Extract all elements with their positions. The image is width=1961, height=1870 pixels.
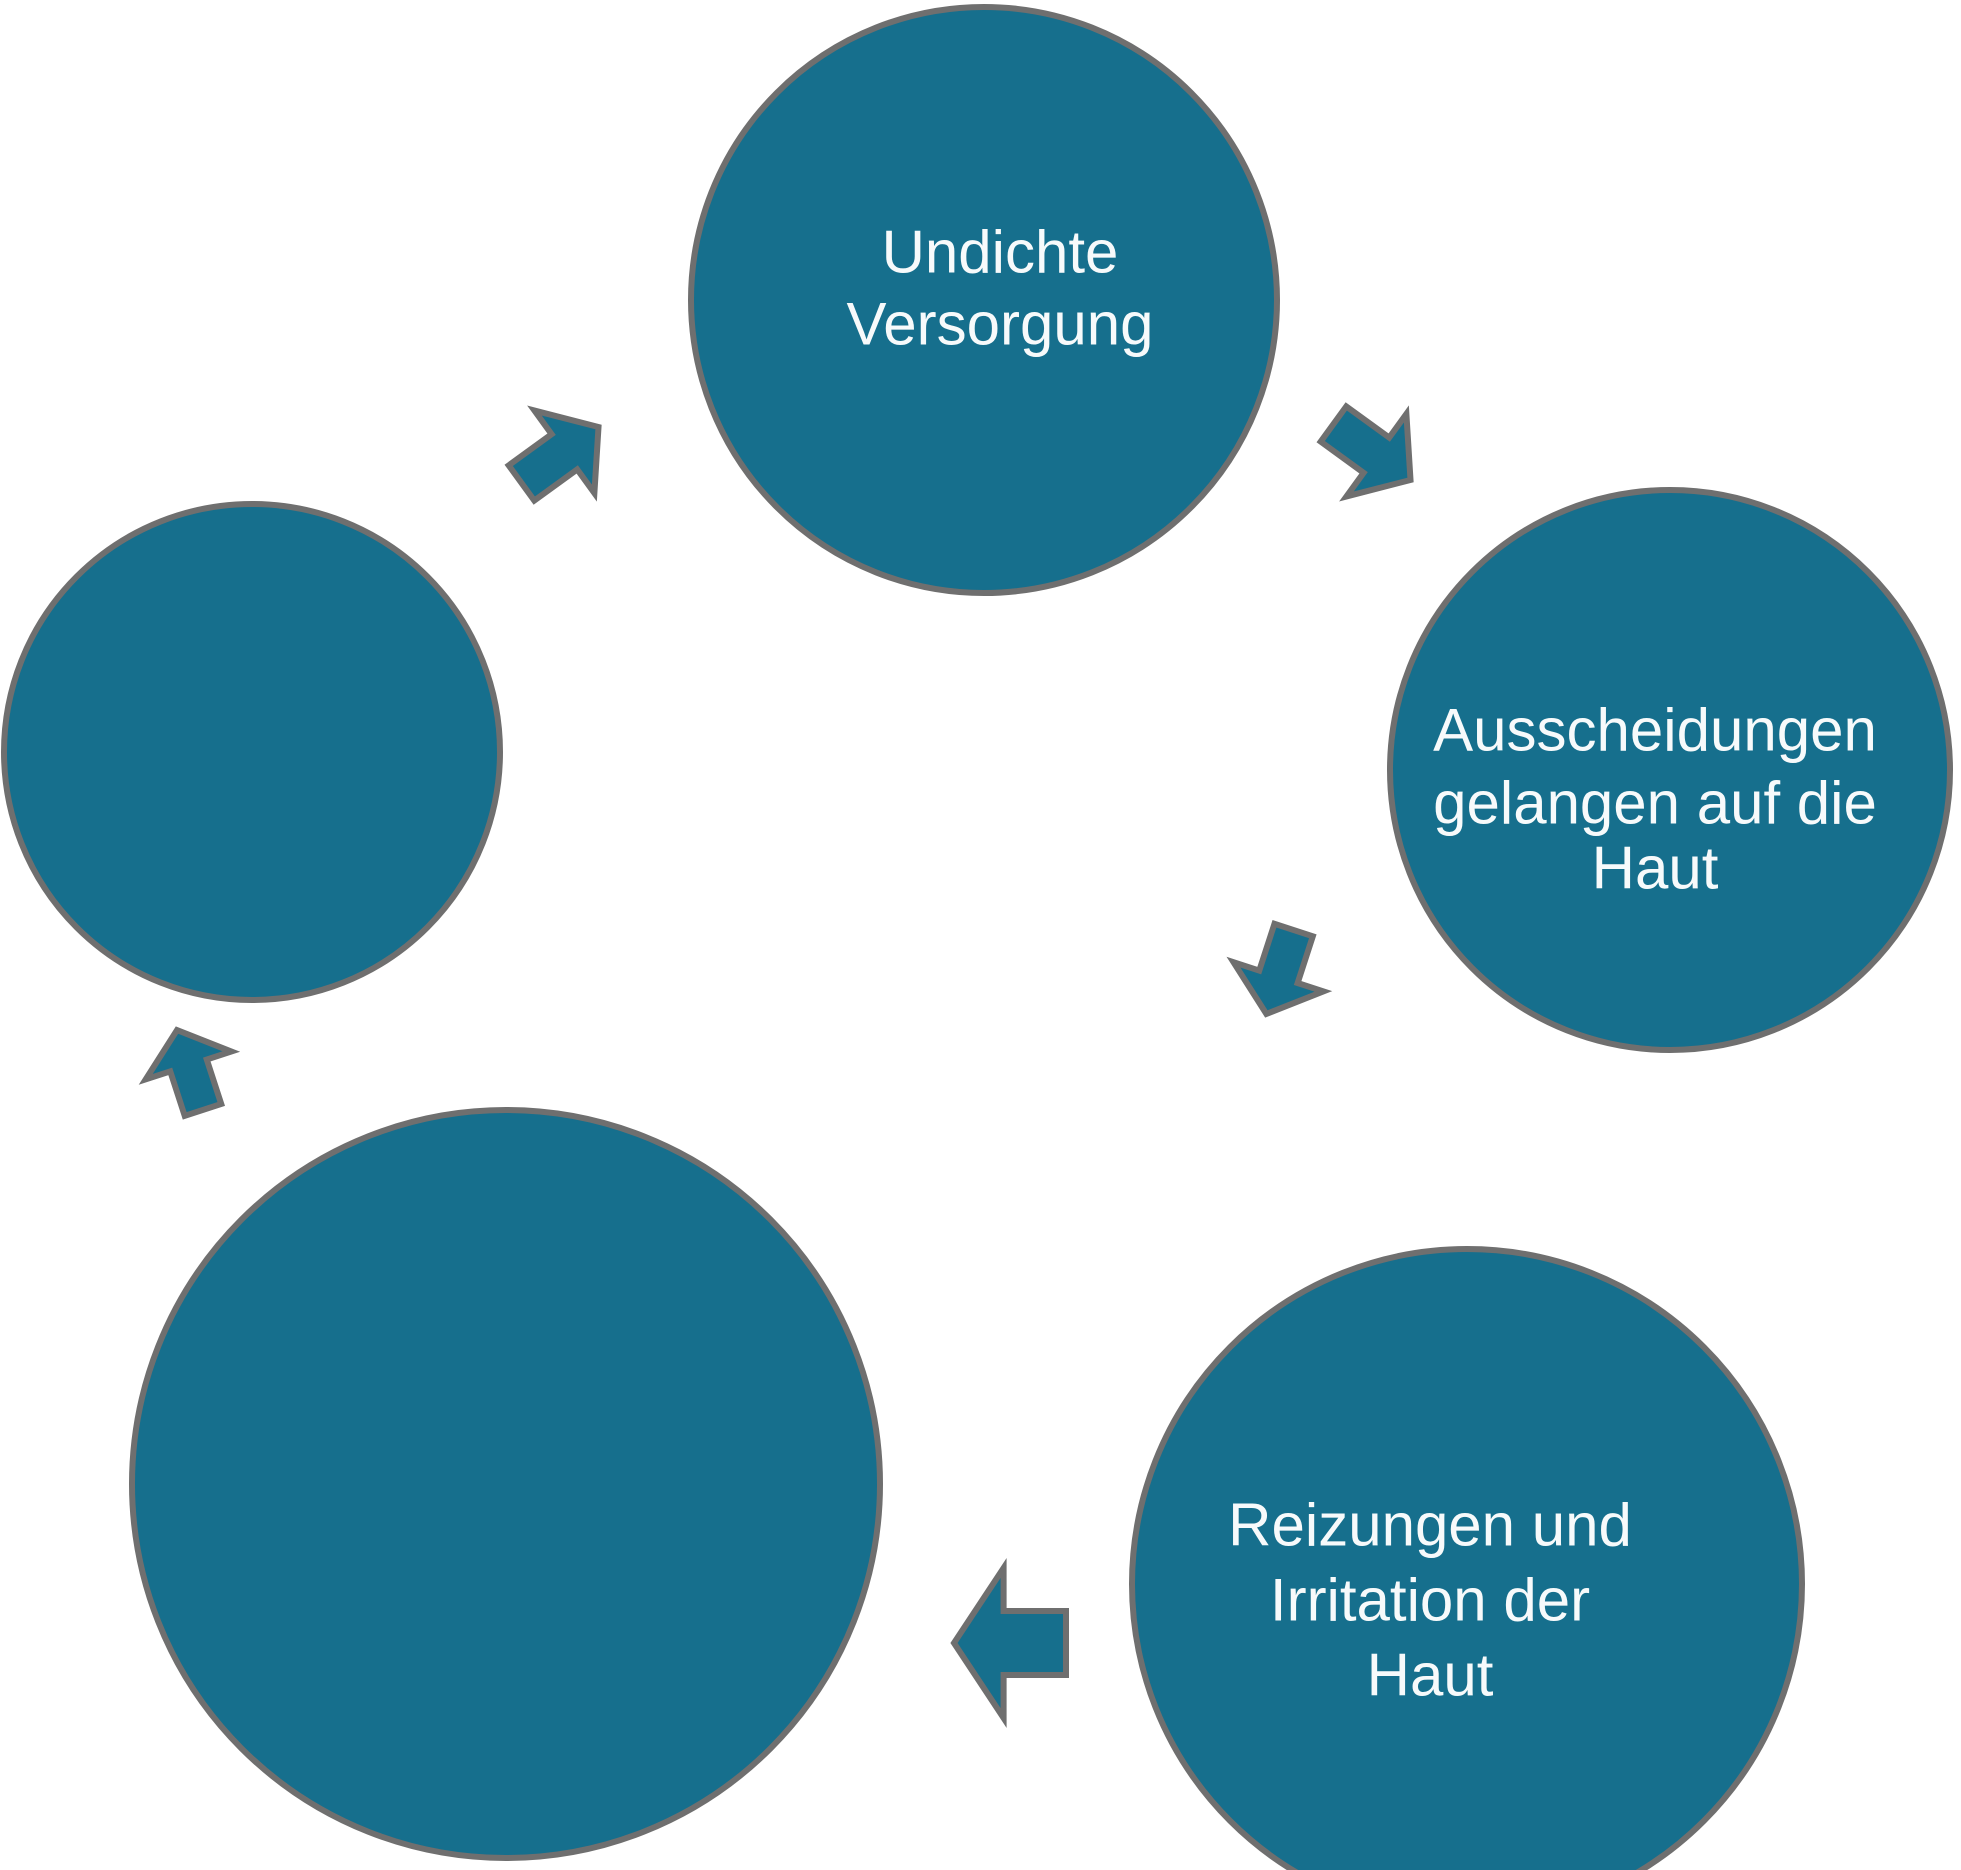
node-label-top-line1: Undichte <box>882 219 1119 286</box>
node-circle-right <box>1387 487 1953 1053</box>
node-label-right-line2: gelangen auf die <box>1433 770 1877 837</box>
arrow-bottom-right-to-bottom-left-icon <box>954 1568 1066 1718</box>
arrow-top-to-right-icon <box>1304 383 1441 521</box>
node-label-right-line3: Haut <box>1592 835 1719 902</box>
node-circle-bottom-left <box>129 1107 883 1861</box>
arrow-right-to-bottom-right-icon <box>1221 915 1338 1028</box>
node-label-bottom-right-line3: Haut <box>1367 1642 1494 1709</box>
node-label-bottom-right-line1: Reizungen und <box>1228 1492 1632 1559</box>
arrow-bottom-left-to-left-icon <box>134 1016 246 1124</box>
node-circle-top <box>688 4 1280 596</box>
node-circle-bottom-right <box>1129 1246 1805 1870</box>
node-label-bottom-right-line2: Irritation der <box>1270 1567 1590 1634</box>
node-label-right-line1: Ausscheidungen <box>1433 697 1877 764</box>
node-circle-left <box>1 501 503 1003</box>
arrow-left-to-top-icon <box>492 386 629 524</box>
node-label-top-line2: Versorgung <box>847 291 1154 358</box>
